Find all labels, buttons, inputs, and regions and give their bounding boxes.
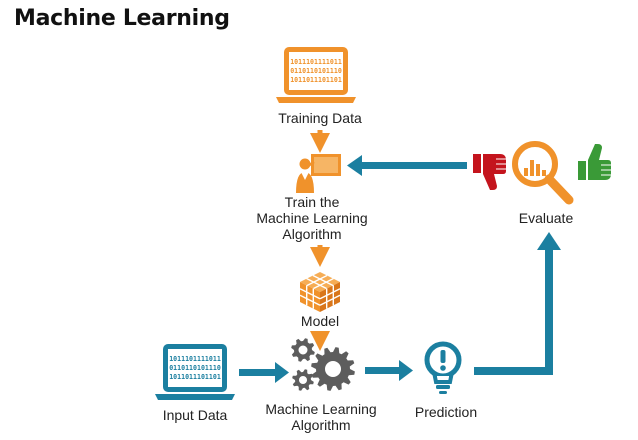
input-data-laptop-icon: 1011101111011 0110110101110 101101110110…: [155, 344, 235, 400]
lightbulb-icon: [424, 341, 462, 394]
prediction-label: Prediction: [415, 404, 477, 420]
algorithm-label-line-1: Machine Learning: [265, 401, 376, 417]
model-label: Model: [301, 313, 339, 329]
input-bits-line-2: 0110110101110: [169, 364, 221, 372]
arrow-algorithm-to-prediction: [365, 360, 413, 381]
gear-large: [311, 347, 355, 391]
training-bits-line-3: 1011011101101: [290, 76, 342, 84]
gear-small-top: [291, 338, 315, 362]
thumbs-down-icon: [473, 154, 506, 190]
training-bits-line-2: 0110110101110: [290, 67, 342, 75]
training-data-laptop-icon: 1011101111011 0110110101110 101101110110…: [276, 47, 356, 103]
train-label-line-2: Machine Learning: [256, 210, 367, 226]
algorithm-label-line-2: Algorithm: [291, 417, 350, 433]
presenter-icon: [296, 154, 341, 193]
input-data-label: Input Data: [163, 407, 228, 423]
input-bits-line-3: 1011011101101: [169, 373, 221, 381]
cube-icon: [299, 272, 341, 312]
magnifier-icon: [512, 141, 574, 205]
input-bits-line-1: 1011101111011: [169, 355, 221, 363]
training-data-label: Training Data: [278, 110, 362, 126]
gears-icon: [291, 338, 355, 391]
page-title: Machine Learning: [14, 6, 230, 31]
gear-small-bottom: [292, 369, 314, 391]
arrow-prediction-to-evaluate: [474, 232, 561, 375]
arrow-input-to-algorithm: [239, 362, 289, 383]
training-bits-line-1: 1011101111011: [290, 58, 342, 66]
evaluate-label: Evaluate: [519, 210, 574, 226]
train-label-line-1: Train the: [285, 194, 340, 210]
thumbs-up-icon: [578, 144, 611, 180]
train-label-line-3: Algorithm: [282, 226, 341, 242]
arrow-evaluate-to-train: [347, 155, 467, 176]
